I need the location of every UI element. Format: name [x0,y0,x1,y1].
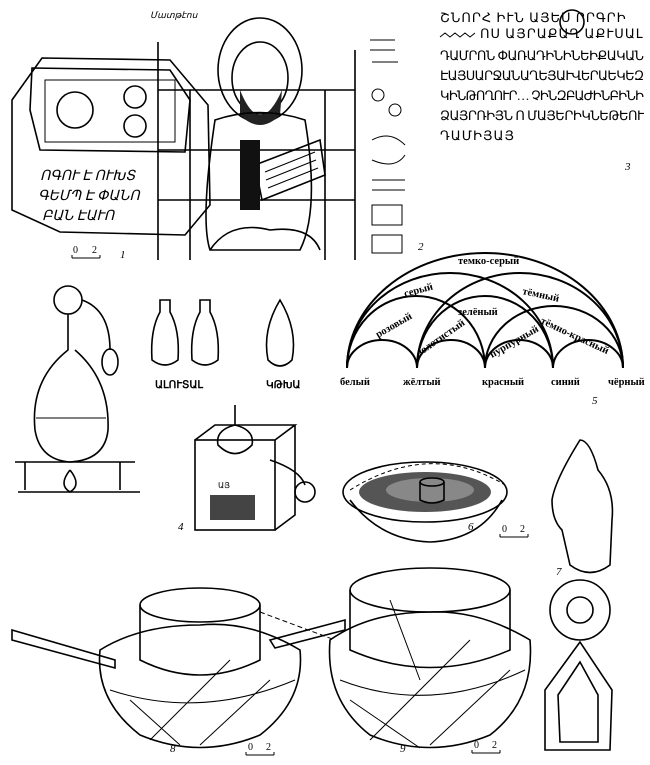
fig4-distillation-apparatus: ԱԼՈՒՏԱԼ ԿԹԽԱ ԱՅ 4 [15,285,316,533]
fig5-color-mixing-diagram: темко-серый серый тёмный зелёный розовый… [340,252,645,407]
fig3-lines-5: ՁԱՅՐՌԻՅՆ Ո ՄԱՅԵՐԻԿՆԵԹԵՈՒ [440,108,645,123]
figure-number: 8 [170,743,176,755]
arc-yellow-black [416,272,624,369]
fig3-armenian-text: ՇՆՈՐՀ ԻՒՆ ԱՅԵՍ ՐՐԳՐԻ ՈՍ ԱՅՐԱՔԱՂ ԱՔՒՍԱԼ Դ… [439,9,645,173]
arc-yellow-blue [416,295,554,369]
scale_bar-two: 2 [520,524,525,535]
fig5-base_colors-1: жёлтый [403,377,441,388]
figure-number: 4 [178,521,184,533]
scale_bar-zero: 0 [248,742,253,753]
fig3-lines-2: ԴԱՄՐՈՆ ՓԱՌԱԴԻՆԻՆԵԻՔԱԿԱՆ [440,48,645,63]
fig5-mixes-rozovy: розовый [374,311,414,341]
figure-number: 6 [468,521,474,533]
fig2-margin-ornaments [370,39,406,254]
scale-bar: 0 2 [71,245,101,259]
figure-number: 1 [120,249,126,261]
fig1-inscription-line: ԳԵՄՊ Է ՓԱՆՈ [38,189,141,204]
fig2-caption: Մատթէոս [150,10,199,20]
fig5-mixes-zeleny: зелёный [458,307,498,318]
fig3-lines-4: ԿԻՆԹՈՂՈՒՐ… ՉԻՆԶԲԱԺԻՆԲԻՆԻ [440,88,645,103]
fig2-evangelist-miniature: Մատթէոս 2 [150,10,424,260]
fig5-mixes-temno_sery: темко-серый [458,256,519,267]
figure-number: 5 [592,395,598,407]
scale_bar-zero: 0 [474,740,479,751]
scale_bar-two: 2 [266,742,271,753]
fig4-label_right: ԿԹԽԱ [266,379,300,391]
fig5-base_colors-3: синий [551,377,580,388]
scale_bar-two: 2 [492,740,497,751]
fig4-label_left: ԱԼՈՒՏԱԼ [155,379,204,391]
fig3-lines-0: ՇՆՈՐՀ ԻՒՆ ԱՅԵՍ ՐՐԳՐԻ [440,10,627,25]
arc-yellow-red [416,339,486,369]
fig8-spouted-vessel: 0 2 8 [11,587,302,756]
figure-number: 9 [400,743,406,755]
fig5-base_colors-4: чёрный [608,377,645,388]
arc-blue-black [552,339,624,369]
fig3-lines-3: ԷԱՅՍԱՐՋԱՆԱՂԵՅԱՒՎԵՐԱԵԿԵԶ [440,68,645,83]
scale-bar: 0 2 [245,742,275,756]
fig5-base_colors-0: белый [340,377,370,388]
fig5-mixes-temny: тёмный [521,286,560,305]
scale_bar-two: 2 [92,245,97,256]
fig6-bowl: 0 2 6 [342,461,529,543]
fig4-box_mark: ԱՅ [218,481,230,490]
fig9-spouted-vessel: 0 2 9 [259,567,532,755]
scale-bar: 0 2 [471,740,501,754]
figure-number: 7 [556,566,562,578]
arc-red-blue [484,339,554,369]
arc-white-blue [346,272,554,369]
fig3-lines-1: ՈՍ ԱՅՐԱՔԱՂ ԱՔՒՍԱԼ [480,26,644,41]
fig7-clay-object: 7 [544,439,614,751]
fig1-inscription-line: ԲԱՆ ԷԱՒՈ [42,209,116,224]
arc-red-black [484,305,624,369]
arc-white-red [346,295,486,369]
fig3-lines-6: ԴԱՄԻՅԱՅ [440,128,515,143]
scale_bar-zero: 0 [73,245,78,256]
fig1-stone-inkwell: ՈԳՈՒ Է ՈՒԽՏ ԳԵՄՊ Է ՓԱՆՈ ԲԱՆ ԷԱՒՈ 0 2 1 [11,57,211,261]
fig1-inscription-line: ՈԳՈՒ Է ՈՒԽՏ [40,169,136,184]
scale-bar: 0 2 [499,524,529,538]
arc-white-black [346,252,624,369]
scale_bar-zero: 0 [502,524,507,535]
figure-number: 3 [624,161,631,173]
arc-white-yellow [346,339,418,369]
figure-number: 2 [418,241,424,253]
fig5-base_colors-2: красный [482,377,524,388]
